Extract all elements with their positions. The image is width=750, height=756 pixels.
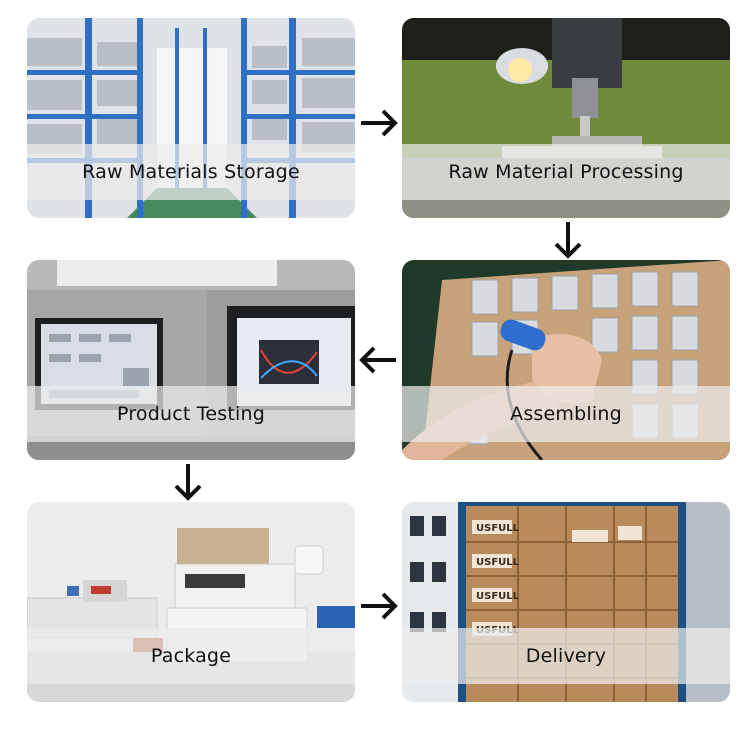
step-label: Package [150,645,232,667]
step-card-product-testing: Product Testing [27,260,355,460]
step-label: Product Testing [117,403,265,425]
step-label: Delivery [525,645,607,667]
caption-bar [402,386,730,442]
arrow-right-icon [357,584,401,628]
caption-bar [27,386,355,442]
carton-marking: USFULL [476,591,520,602]
arrow-left-icon [356,338,400,382]
step-card-package: Package [27,502,355,702]
step-card-assembling: Assembling [402,260,730,460]
step-label: Raw Material Processing [448,161,684,183]
arrow-right-icon [357,101,401,145]
step-card-raw-material-processing: Raw Material Processing [402,18,730,218]
caption-bar [402,628,730,684]
warehouse-shelves-photo [27,18,355,218]
caption-bar [27,144,355,200]
carton-marking: USFULL [476,557,520,568]
step-label: Assembling [510,403,622,425]
arrow-down-icon [546,218,590,262]
step-card-delivery: USFULL USFULL USFULL USFULL Delivery [402,502,730,702]
caption-bar [27,628,355,684]
arrow-down-icon [166,460,210,504]
caption-bar [402,144,730,200]
step-label: Raw Materials Storage [82,161,300,183]
step-card-raw-materials-storage: Raw Materials Storage [27,18,355,218]
carton-marking: USFULL [476,523,520,534]
